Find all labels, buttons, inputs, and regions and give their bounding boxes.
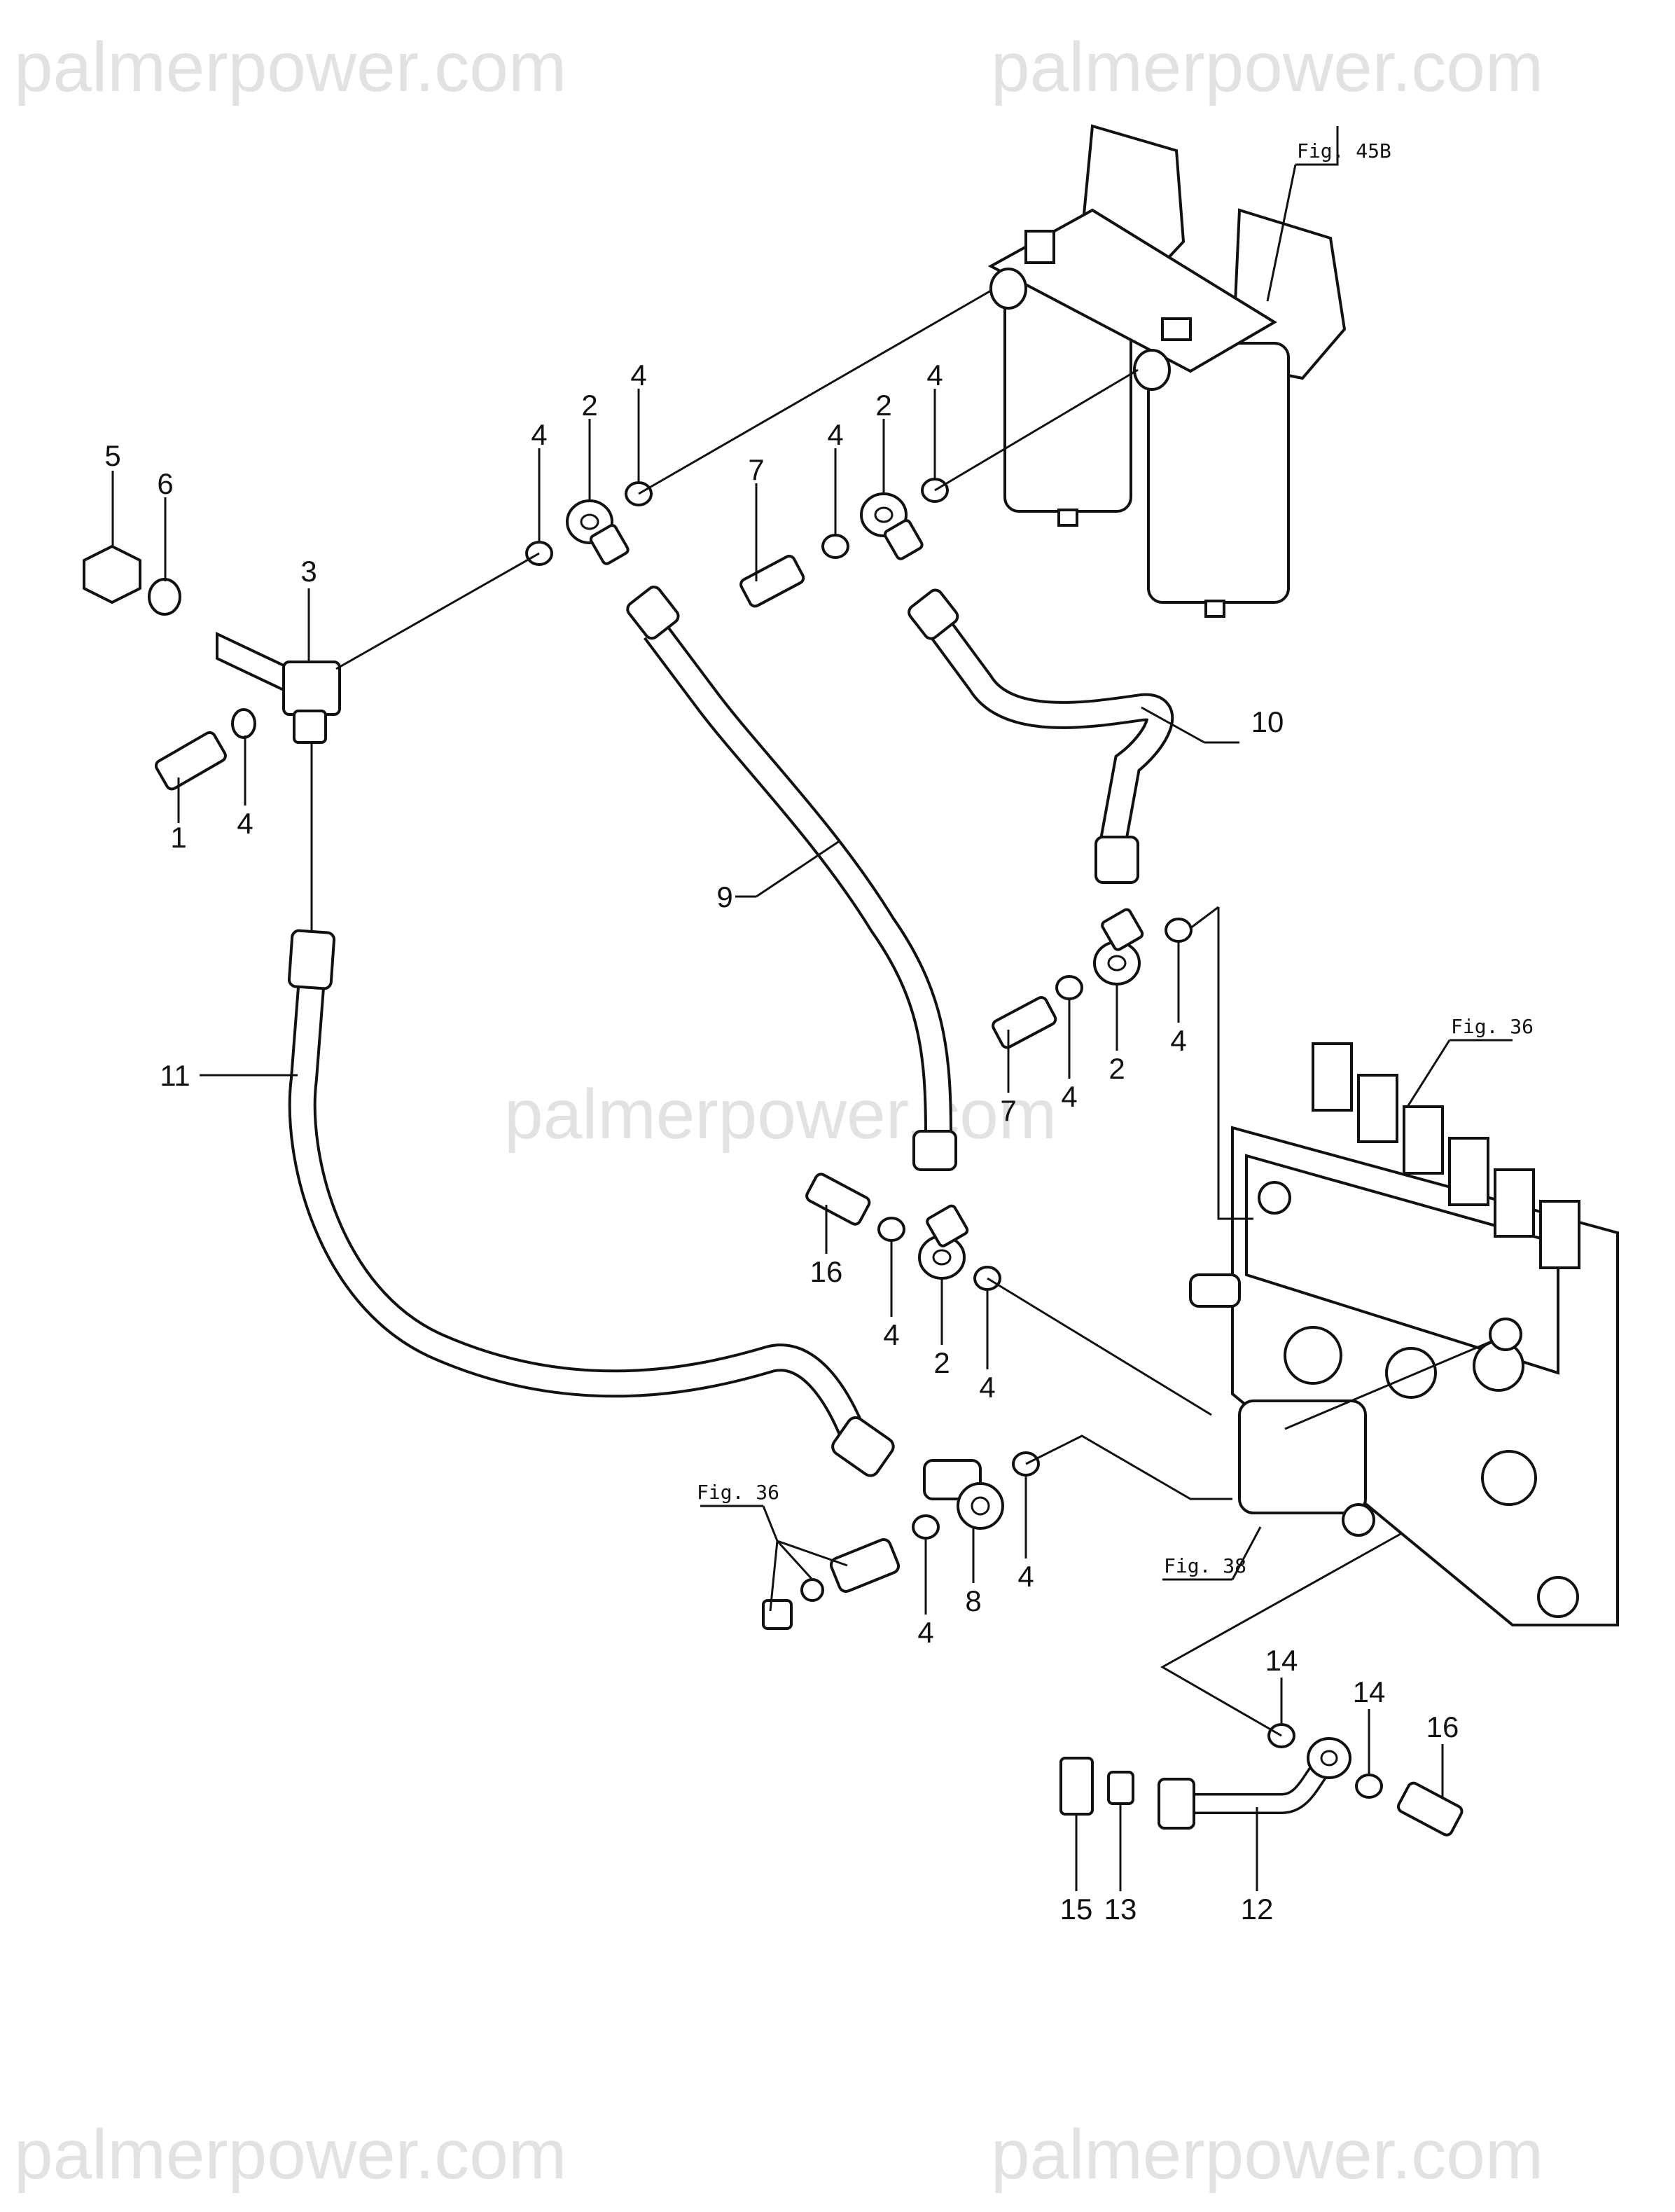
callout-2-top-a: 2: [581, 389, 597, 422]
watermark-bottom-right: palmerpower.com: [991, 2115, 1543, 2194]
fig-45b-ref[interactable]: Fig. 45B: [1297, 139, 1391, 163]
callout-5: 5: [104, 439, 120, 472]
callout-4-mid-b: 4: [1170, 1024, 1186, 1057]
callout-4-low-a: 4: [883, 1318, 899, 1351]
callout-16-low: 16: [1426, 1710, 1459, 1743]
bolt-1: [154, 731, 227, 791]
callout-6: 6: [157, 467, 173, 500]
bolt-16-mid: [805, 1173, 871, 1226]
callout-3: 3: [300, 555, 317, 588]
watermark-top-left: palmerpower.com: [14, 28, 567, 106]
callout-2-mid: 2: [1108, 1052, 1125, 1085]
fig-36-lower-ref[interactable]: Fig. 36: [697, 1481, 779, 1504]
leader-lines: [111, 126, 1513, 1891]
callout-4-low-d: 4: [1017, 1560, 1034, 1593]
washer-4-mid-a: [1055, 975, 1083, 1000]
callout-13: 13: [1104, 1893, 1137, 1926]
callout-4-top-d: 4: [926, 359, 943, 392]
washer-4-left: [231, 708, 256, 739]
callout-12: 12: [1241, 1893, 1274, 1926]
fuel-filter-assembly: [987, 124, 1347, 618]
bolt-7-top: [739, 555, 805, 608]
cap-nut-15: [1059, 1757, 1094, 1816]
callout-11: 11: [160, 1059, 190, 1092]
callout-10: 10: [1251, 705, 1284, 738]
fig-36-pump-ref[interactable]: Fig. 36: [1451, 1015, 1534, 1038]
callout-4-low-b: 4: [979, 1371, 995, 1404]
injection-pump-assembly: [1189, 1042, 1619, 1626]
washer-4-top-c: [821, 534, 849, 559]
callout-14-a: 14: [1265, 1644, 1298, 1677]
bolt-7-mid: [992, 996, 1057, 1049]
fig-38-ref[interactable]: Fig. 38: [1164, 1554, 1246, 1577]
callout-1: 1: [170, 821, 186, 854]
part-callouts: 5 6 3 1 4 4 2 4 7 4 2 4 10 9 11 7 4 2 4 …: [104, 359, 1459, 1926]
washer-4-low-d: [912, 1514, 940, 1540]
bolt-fig36: [829, 1537, 901, 1594]
bolt-16-low: [1396, 1781, 1464, 1837]
washer-4-low-a: [877, 1217, 905, 1242]
callout-2-top-b: 2: [875, 389, 891, 422]
watermark-top-right: palmerpower.com: [991, 28, 1543, 106]
hoses: [288, 608, 1332, 1814]
hose-fittings: [287, 586, 1139, 1477]
callout-4-low-c: 4: [917, 1616, 933, 1649]
sleeve-13: [1107, 1771, 1134, 1805]
callout-7-top: 7: [748, 453, 764, 486]
callout-4-top-c: 4: [827, 418, 843, 451]
watermarks: palmerpower.com palmerpower.com palmerpo…: [14, 28, 1543, 2194]
callout-9: 9: [716, 880, 732, 913]
washer-14-b: [1355, 1774, 1383, 1799]
hose-9: [644, 622, 952, 1135]
washer-4-mid-b: [1165, 918, 1193, 943]
callout-14-b: 14: [1353, 1675, 1386, 1708]
callout-4-top-b: 4: [630, 359, 646, 392]
callout-2-low: 2: [933, 1346, 950, 1379]
callout-4-left: 4: [237, 807, 253, 840]
callout-16-mid: 16: [810, 1255, 843, 1288]
sleeve-6: [148, 578, 181, 616]
callout-7-mid: 7: [1000, 1094, 1016, 1127]
callout-8: 8: [965, 1584, 981, 1617]
fitting-12: [1158, 1778, 1195, 1830]
nut-5: [83, 544, 141, 604]
callout-4-top-a: 4: [531, 418, 547, 451]
watermark-bottom-left: palmerpower.com: [14, 2115, 567, 2194]
small-parts: [83, 478, 1464, 1837]
figure-references: Fig. 45B Fig. 36 Fig. 36 Fig. 38: [697, 139, 1534, 1577]
callout-15: 15: [1060, 1893, 1093, 1926]
watermark-center: palmerpower.com: [504, 1075, 1057, 1154]
callout-4-mid-a: 4: [1061, 1080, 1077, 1113]
connector-3: [282, 661, 341, 716]
